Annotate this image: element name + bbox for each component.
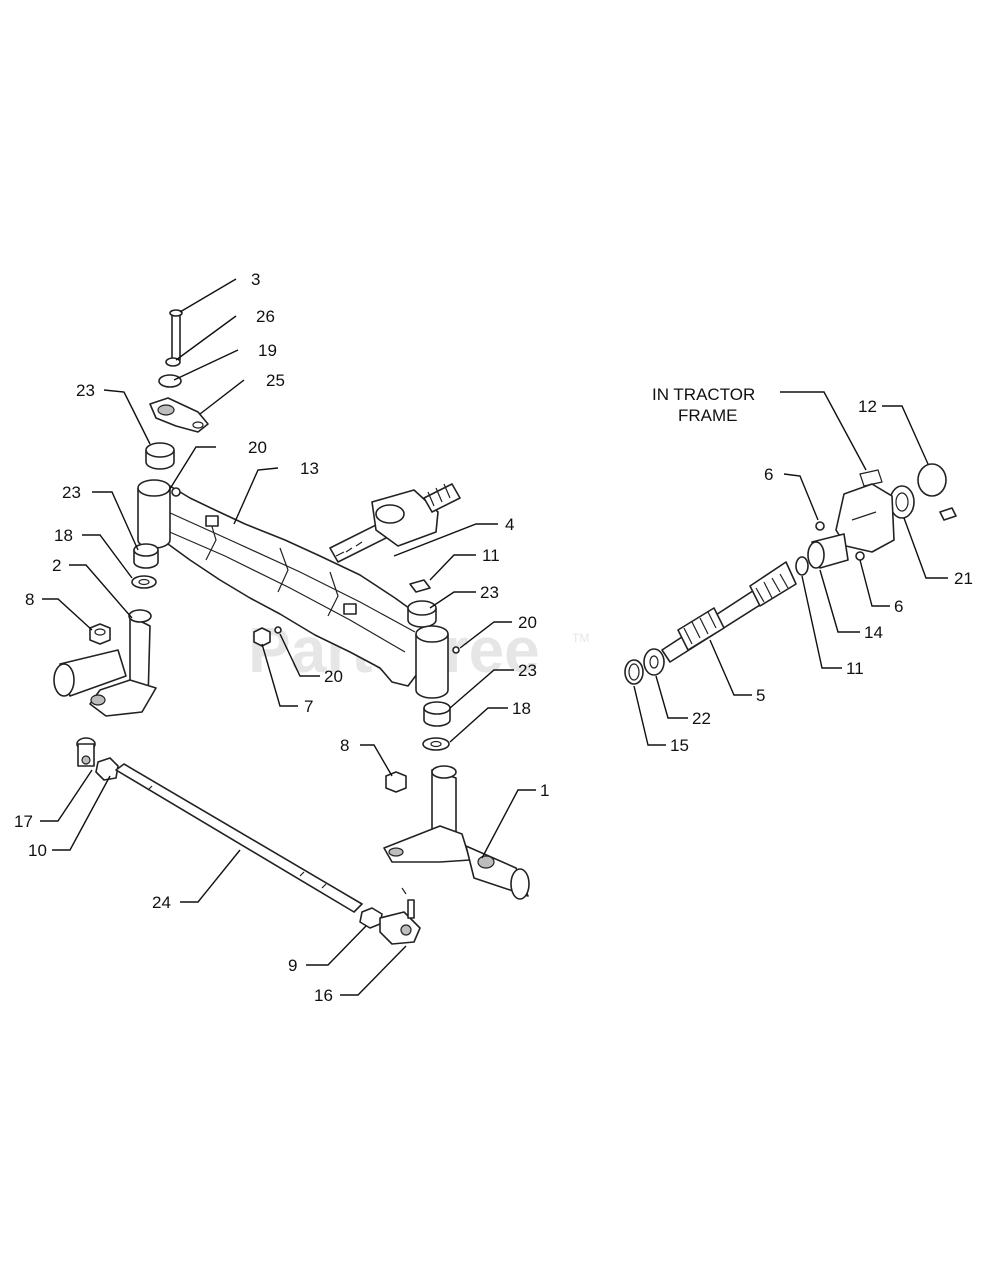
- steering-shaft-assembly: [624, 463, 957, 685]
- callout-23-right-lower: 23: [518, 661, 537, 680]
- callout-19: 19: [258, 341, 277, 360]
- part-14-sleeve: [807, 533, 849, 569]
- part-22-bushing: [643, 648, 665, 676]
- callout-26: 26: [256, 307, 275, 326]
- part-6-screw-bottom: [855, 551, 865, 561]
- callout-14: 14: [864, 623, 883, 642]
- callout-10: 10: [28, 841, 47, 860]
- part-15-ring: [624, 659, 644, 685]
- callout-5: 5: [756, 686, 765, 705]
- part-7-nut: [253, 627, 271, 647]
- part-24-tie-rod: [115, 763, 363, 913]
- part-8-nut-right: [385, 771, 407, 793]
- callout-2: 2: [52, 556, 61, 575]
- part-5-steering-shaft: [661, 561, 797, 663]
- part-20-fitting-right: [452, 646, 460, 654]
- callout-24: 24: [152, 893, 171, 912]
- part-23-bushing-right-upper: [407, 600, 437, 628]
- callout-20-top: 20: [248, 438, 267, 457]
- callout-4: 4: [505, 515, 514, 534]
- callout-11-right: 11: [846, 659, 864, 678]
- callout-20-mid: 20: [324, 667, 343, 686]
- tractor-frame-bracket: [835, 469, 957, 553]
- watermark-tm: TM: [572, 631, 589, 645]
- note-line-1: IN TRACTOR: [652, 385, 755, 404]
- part-4-pinion-shaft: [329, 483, 461, 563]
- callout-labels: 3 26 19 25 23 20 13 23 18 2 8 4 11 23 20…: [14, 270, 973, 1005]
- part-20-fitting-mid: [274, 626, 282, 634]
- callout-18-right: 18: [512, 699, 531, 718]
- callout-8-right: 8: [340, 736, 349, 755]
- callout-23-right-upper: 23: [480, 583, 499, 602]
- callout-1: 1: [540, 781, 549, 800]
- callout-7: 7: [304, 697, 313, 716]
- callout-22: 22: [692, 709, 711, 728]
- part-8-nut-left: [89, 623, 111, 645]
- part-10-jam-nut: [95, 757, 119, 781]
- callout-23-upper-left: 23: [76, 381, 95, 400]
- part-3-bolt: [169, 309, 183, 361]
- leader-lines: [40, 278, 948, 996]
- part-21-bushing: [889, 485, 915, 519]
- callout-18-left: 18: [54, 526, 73, 545]
- part-23-bushing-left-lower: [133, 543, 159, 569]
- callout-6-bottom: 6: [894, 597, 903, 616]
- part-17-tie-rod-end-left: [76, 737, 96, 767]
- frame-note: IN TRACTOR FRAME: [652, 385, 755, 425]
- part-1-spindle-right: [383, 765, 530, 900]
- callout-6-top: 6: [764, 465, 773, 484]
- part-9-jam-nut: [359, 907, 383, 929]
- callout-16: 16: [314, 986, 333, 1005]
- callout-8-left: 8: [25, 590, 34, 609]
- callout-20-right: 20: [518, 613, 537, 632]
- callout-9: 9: [288, 956, 297, 975]
- part-25-bracket: [149, 397, 209, 433]
- part-23-bushing-right-lower: [423, 701, 451, 727]
- part-12-cap: [917, 463, 947, 497]
- callout-25: 25: [266, 371, 285, 390]
- callout-17: 17: [14, 812, 33, 831]
- callout-15: 15: [670, 736, 689, 755]
- callout-12: 12: [858, 397, 877, 416]
- part-11-clip-left: [409, 579, 431, 593]
- part-13-axle: [137, 479, 435, 687]
- callout-21: 21: [954, 569, 973, 588]
- part-18-washer-left: [131, 575, 157, 589]
- part-11-clip-right: [795, 556, 809, 576]
- callout-13: 13: [300, 459, 319, 478]
- callout-23-left: 23: [62, 483, 81, 502]
- part-2-spindle-left: [53, 609, 157, 717]
- part-20-fitting-top: [171, 487, 181, 497]
- part-6-screw-top: [815, 521, 825, 531]
- front-axle-assembly: [53, 309, 530, 945]
- part-16-tie-rod-end-right: [379, 887, 421, 945]
- callout-3: 3: [251, 270, 260, 289]
- part-18-washer-right: [422, 737, 450, 751]
- callout-11-left: 11: [482, 546, 500, 565]
- part-19-washer: [158, 374, 182, 388]
- right-pivot-tube: [415, 625, 449, 699]
- part-23-bushing-upper-left: [145, 442, 175, 470]
- note-line-2: FRAME: [678, 406, 738, 425]
